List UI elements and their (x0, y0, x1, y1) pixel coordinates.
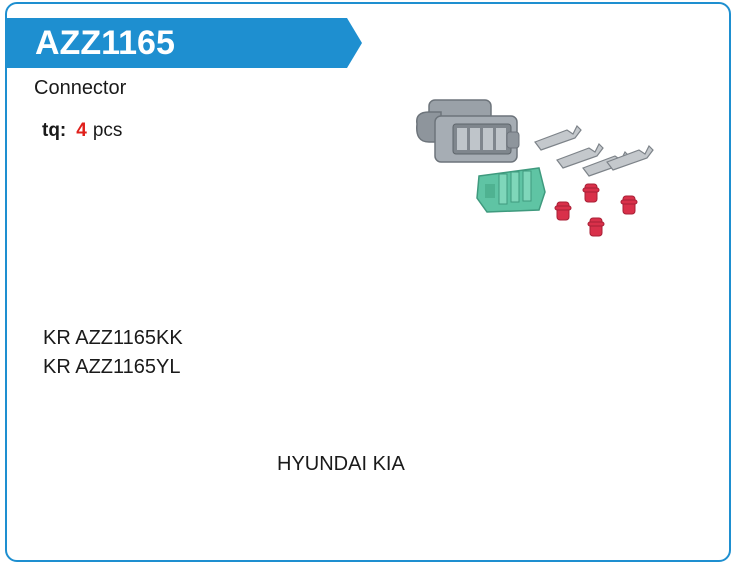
banner-shape (7, 18, 362, 68)
quantity-value: 4 (76, 120, 87, 141)
terminal-lock-icon (476, 167, 546, 213)
title-banner: AZZ1165 (7, 18, 362, 68)
vehicle-brands: HYUNDAI KIA (277, 453, 405, 475)
connector-housing-icon (416, 99, 520, 163)
quantity-label: tq: (42, 120, 67, 141)
quantity-unit: pcs (92, 120, 123, 141)
product-category: Connector (34, 77, 127, 99)
connector-kit-photo (407, 94, 667, 254)
cross-reference-item: KR AZZ1165KK (43, 327, 183, 349)
product-code: AZZ1165 (35, 24, 175, 62)
cross-reference-item: KR AZZ1165YL (43, 356, 181, 378)
terminal-pins-icon (534, 124, 654, 177)
cross-reference-list: KR AZZ1165KK KR AZZ1165YL (43, 324, 183, 382)
wire-seals-icon (554, 183, 638, 237)
